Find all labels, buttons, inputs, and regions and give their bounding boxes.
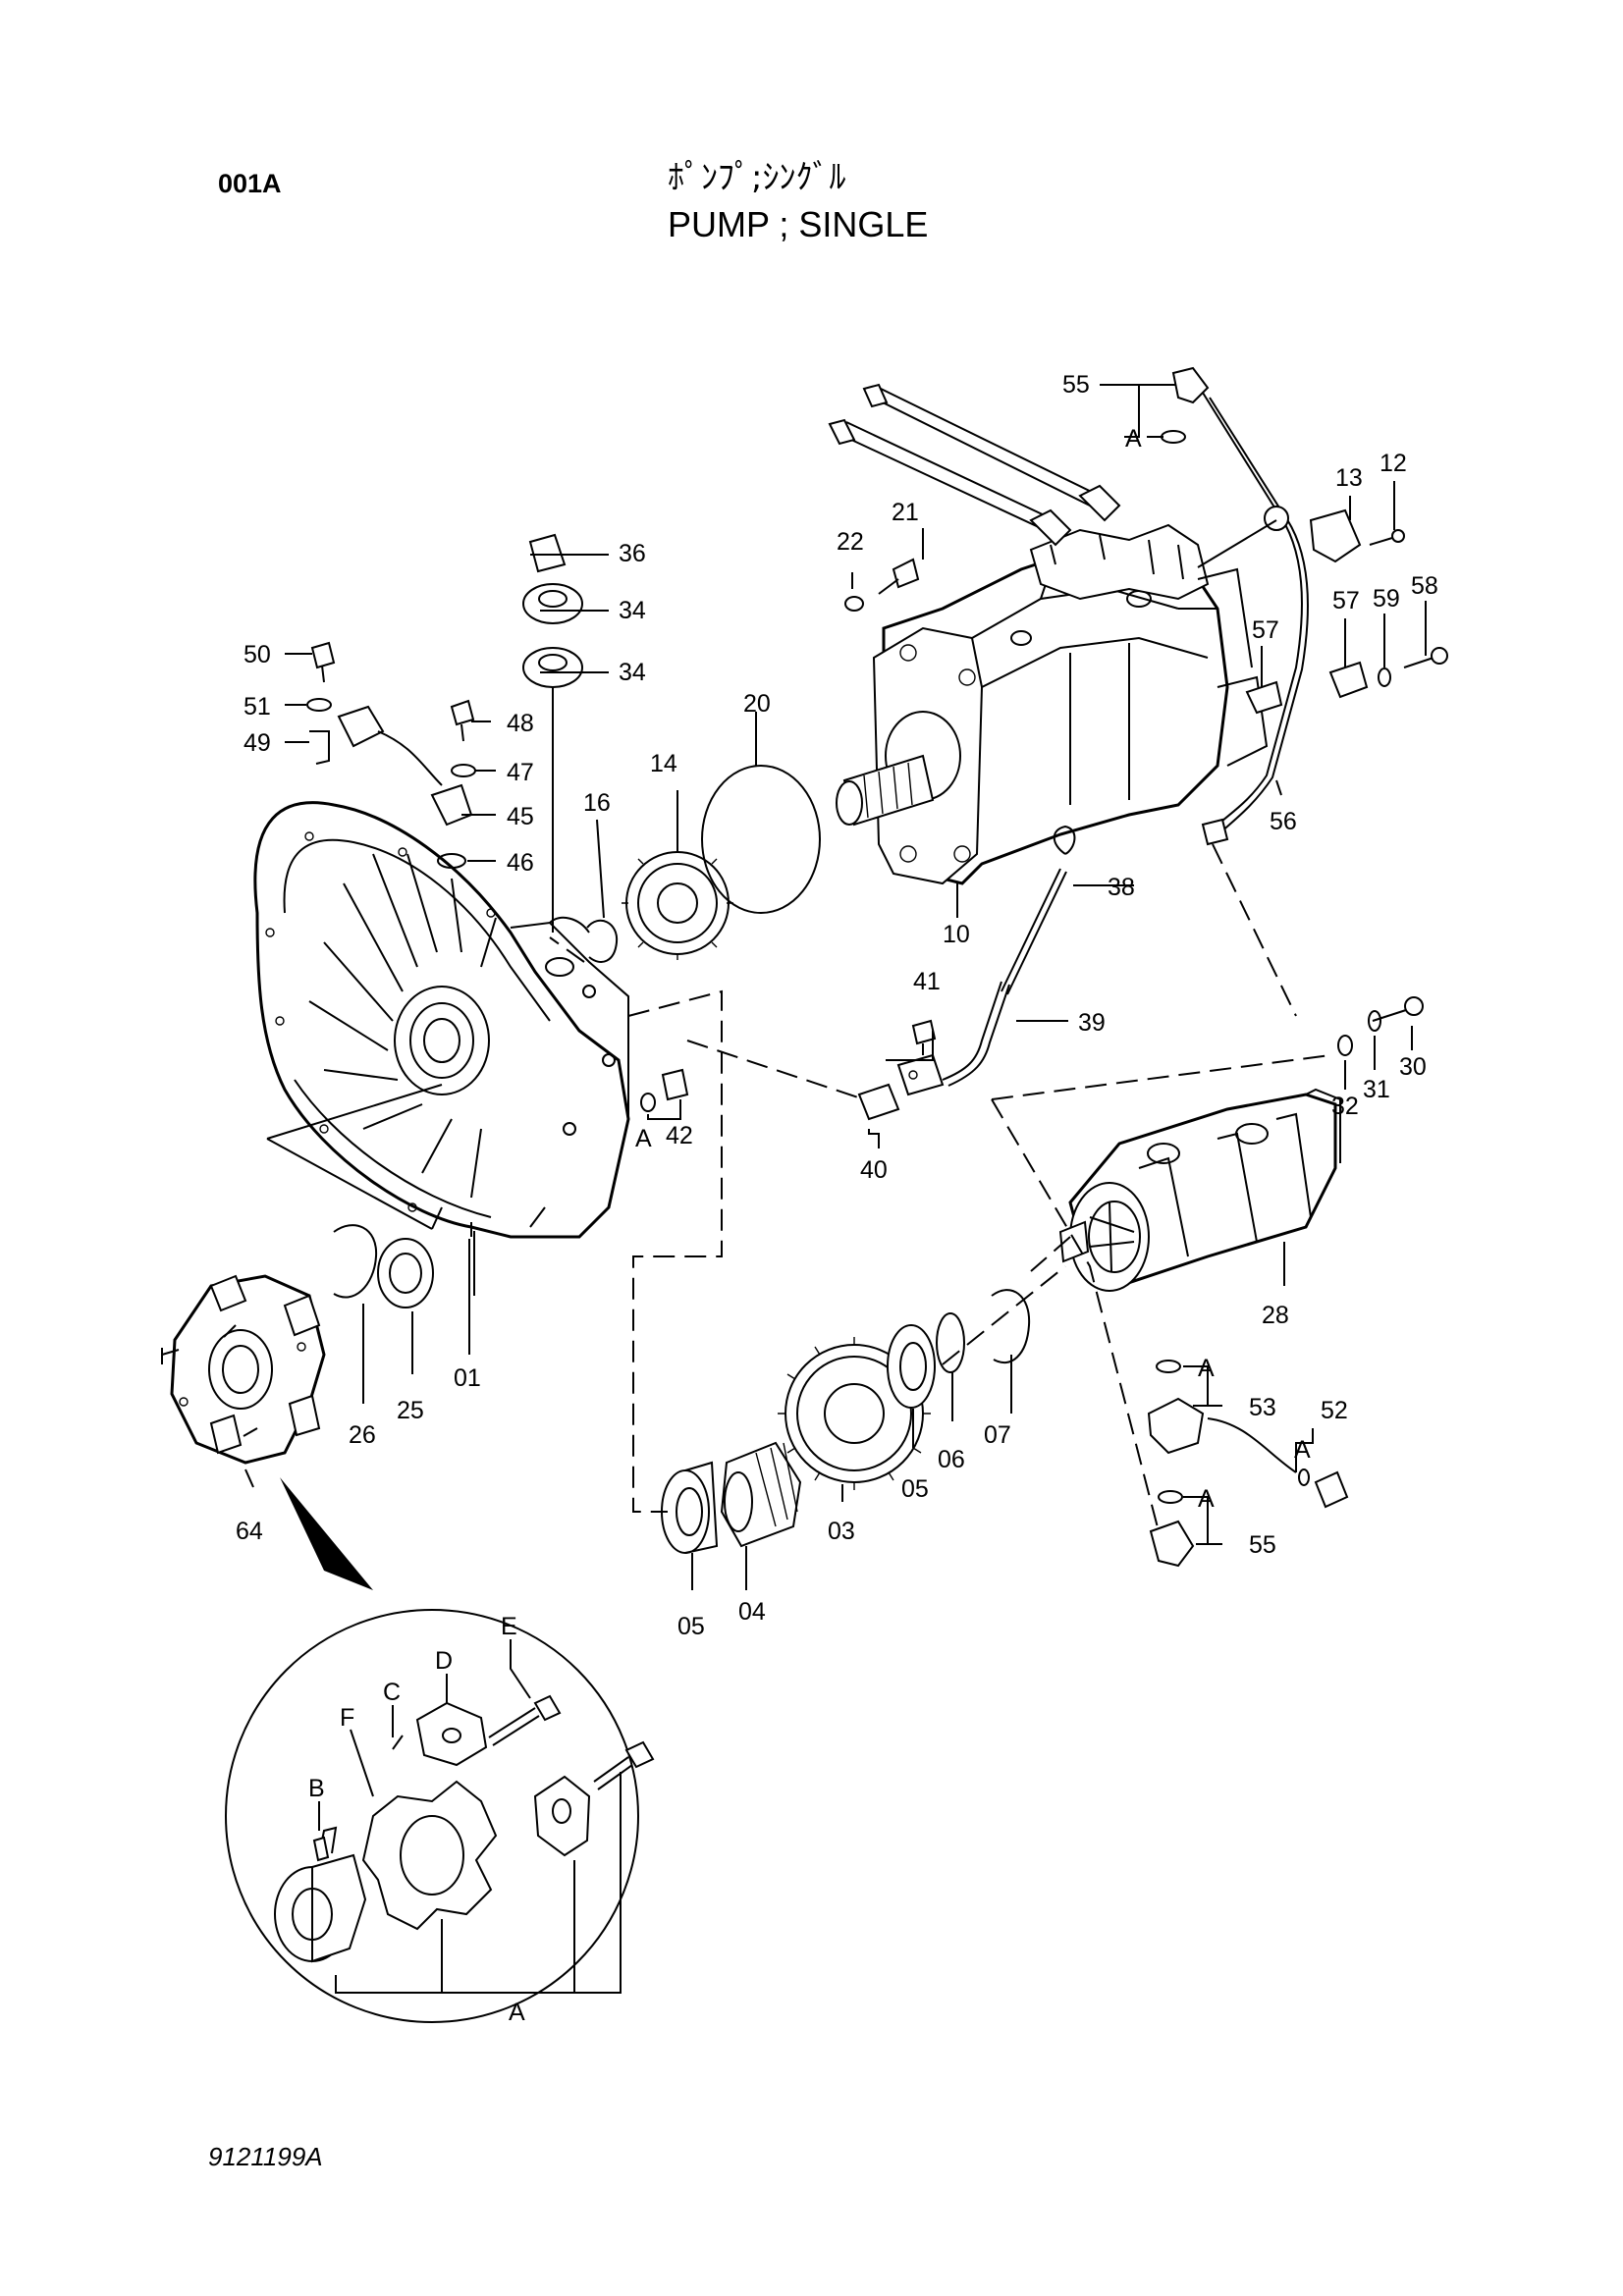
callout-13: 13 [1335, 464, 1363, 492]
callout-51: 51 [243, 693, 271, 721]
callout-05: 05 [677, 1613, 705, 1640]
callout-58: 58 [1411, 572, 1438, 600]
callout-a: A [1294, 1436, 1311, 1464]
callout-20: 20 [743, 690, 771, 718]
callout-30: 30 [1399, 1053, 1427, 1081]
callout-57: 57 [1252, 616, 1279, 644]
callout-42: 42 [666, 1122, 693, 1149]
callout-64: 64 [236, 1518, 263, 1545]
callout-46: 46 [507, 849, 534, 877]
callout-04: 04 [738, 1598, 766, 1626]
callout-28: 28 [1262, 1302, 1289, 1329]
flywheel-housing [253, 801, 630, 1296]
callout-21: 21 [892, 499, 919, 526]
callout-59: 59 [1373, 585, 1400, 613]
callout-45: 45 [507, 803, 534, 830]
callout-06: 06 [938, 1446, 965, 1473]
callout-34: 34 [619, 597, 646, 624]
gear-pump [1058, 1088, 1341, 1292]
callout-labels: 55 A 13 12 21 22 36 34 34 57 57 59 58 50… [236, 371, 1438, 2026]
callout-39: 39 [1078, 1009, 1106, 1037]
callout-a: A [1125, 425, 1142, 453]
callout-07: 07 [984, 1421, 1011, 1449]
callout-14: 14 [650, 750, 677, 777]
callout-55: 55 [1249, 1531, 1276, 1559]
callout-56: 56 [1270, 808, 1297, 835]
callout-a: A [1198, 1485, 1215, 1513]
callout-a: A [1198, 1355, 1215, 1382]
callout-38: 38 [1108, 874, 1135, 901]
callout-10: 10 [943, 921, 970, 948]
callout-31: 31 [1363, 1076, 1390, 1103]
callout-47: 47 [507, 759, 534, 786]
detail-label-f: F [340, 1704, 354, 1732]
callout-01: 01 [454, 1364, 481, 1392]
callout-57: 57 [1332, 587, 1360, 614]
leader-lines [244, 384, 1427, 1590]
callout-48: 48 [507, 710, 534, 737]
callout-49: 49 [243, 729, 271, 757]
title-japanese: ﾎﾟﾝﾌﾟ;ｼﾝｸﾞﾙ [668, 158, 846, 197]
callout-50: 50 [243, 641, 271, 668]
callout-03: 03 [828, 1518, 855, 1545]
callout-12: 12 [1380, 450, 1407, 477]
callout-32: 32 [1331, 1093, 1359, 1120]
coupling-assembly [161, 1274, 326, 1465]
callout-22: 22 [837, 528, 864, 556]
main-hydraulic-pump [828, 383, 1269, 885]
callout-36: 36 [619, 540, 646, 567]
callout-16: 16 [583, 789, 611, 817]
callout-05: 05 [901, 1475, 929, 1503]
callout-a: A [635, 1125, 652, 1152]
drive-gear-train [333, 765, 1031, 1554]
detail-label-b: B [308, 1775, 325, 1802]
callout-52: 52 [1321, 1397, 1348, 1424]
detail-label-e: E [501, 1613, 517, 1640]
detail-pointer-wedge [280, 1477, 373, 1590]
detail-label-d: D [435, 1647, 453, 1675]
coupling-detail-view [225, 1609, 655, 2023]
figure-code: 9121199A [208, 2142, 323, 2171]
callout-53: 53 [1249, 1394, 1276, 1421]
page-code: 001A [218, 169, 282, 198]
detail-label-c: C [383, 1679, 401, 1706]
callout-26: 26 [349, 1421, 376, 1449]
callout-34: 34 [619, 659, 646, 686]
title-english: PUMP ; SINGLE [668, 204, 929, 244]
callout-40: 40 [860, 1156, 888, 1184]
callout-25: 25 [397, 1397, 424, 1424]
callout-41: 41 [913, 968, 941, 995]
callout-55: 55 [1062, 371, 1090, 399]
small-parts [306, 366, 1448, 1568]
detail-label-a: A [509, 1999, 525, 2026]
